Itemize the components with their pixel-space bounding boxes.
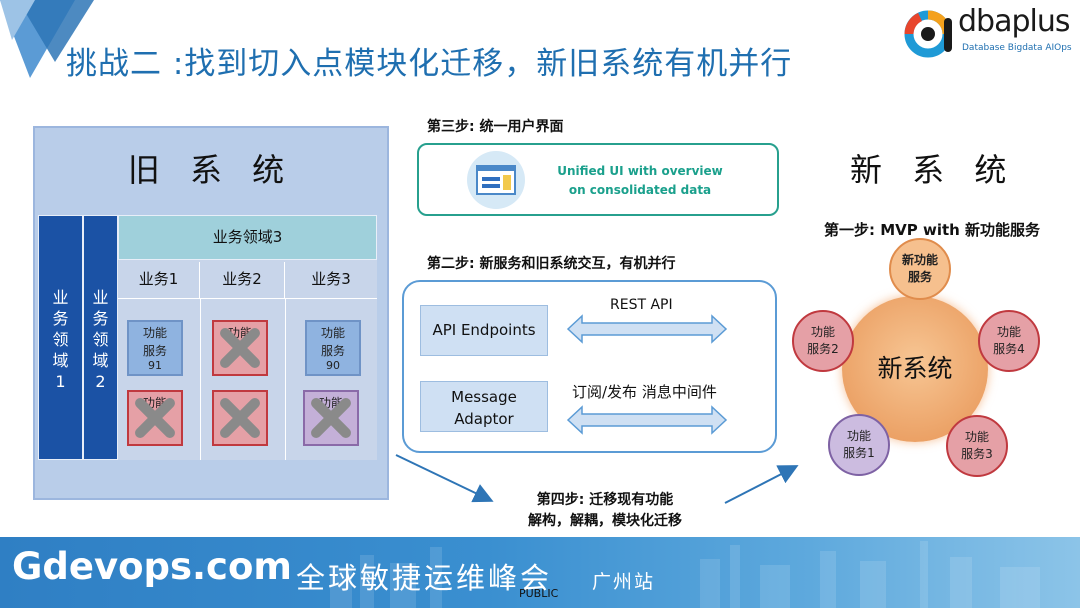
page-title: 挑战二 :找到切入点模块化迁移，新旧系统有机并行 [66,46,793,82]
business-1-header: 业务1 [118,262,200,298]
function-service-90: 功能 服务 90 [305,320,361,376]
function-service-90-line1: 功能 [320,326,345,340]
function-service-3: 功能 服务3 [946,415,1008,477]
function-service-90-line2: 服务 [320,344,345,358]
function-service-91: 功能 服务 91 [127,320,183,376]
migration-arrow-icon [395,454,799,504]
function-service-4-line1: 功能 [996,325,1021,339]
step1-label: 第一步: MVP with 新功能服务 [824,221,1041,239]
function-service-90-line3: 90 [326,359,340,372]
function-service-3-line1: 功能 [964,430,989,444]
function-service-2-line2: 服务2 [807,342,839,356]
function-retired-bottom-middle [212,390,268,446]
unified-ui-line2: on consolidated data [568,183,712,197]
message-adaptor-box: Message Adaptor [420,381,548,432]
step4-line1: 第四步: 迁移现有功能 [536,492,674,508]
double-arrow-icon [566,405,728,435]
dbaplus-logo-icon [904,10,952,58]
new-function-service: 新功能 服务 [889,238,951,300]
corner-triangles-icon [0,0,94,78]
city-skyline-icon [330,541,1040,608]
grid-divider [200,298,201,460]
message-adaptor-line1: Message [451,388,517,406]
step4-label: 第四步: 迁移现有功能 解构，解耦，模块化迁移 [500,490,710,532]
function-service-91-line3: 91 [148,359,162,372]
function-service-3-line2: 服务3 [961,447,993,461]
function-service-4-line2: 服务4 [993,342,1025,356]
double-arrow-icon [566,314,728,344]
business-domain-1: 业务领域1 [38,215,83,460]
function-service-2: 功能 服务2 [792,310,854,372]
new-function-line2: 服务 [907,270,932,284]
function-retired-bottom-left: 功能 [127,390,183,446]
step3-label: 第三步: 统一用户界面 [427,119,564,135]
function-service-1-line1: 功能 [846,429,871,443]
pubsub-label: 订阅/发布 消息中间件 [572,383,717,401]
dashboard-icon [467,151,525,209]
footer-banner [0,537,1080,608]
unified-ui-line1: Unified UI with overview [557,164,723,178]
step4-line2: 解构，解耦，模块化迁移 [528,513,682,529]
business-domain-3: 业务领域3 [118,215,377,260]
footer-city: 广州站 [592,571,656,593]
cross-icon [220,328,260,368]
business-domain-2-label: 业务领域2 [92,288,109,391]
business-domain-1-label: 业务领域1 [52,288,69,391]
logo-text: dbaplus [958,4,1070,39]
cross-icon [220,398,260,438]
footer-summit-title: 全球敏捷运维峰会 [296,561,553,595]
unified-ui-text: Unified UI with overview on consolidated… [540,162,740,200]
function-service-1-line2: 服务1 [843,446,875,460]
business-domain-2: 业务领域2 [83,215,118,460]
api-endpoints-box: API Endpoints [420,305,548,356]
function-service-4: 功能 服务4 [978,310,1040,372]
cross-icon [135,398,175,438]
function-retired-bottom-right: 功能 [303,390,359,446]
business-3-header: 业务3 [285,262,377,298]
business-2-header: 业务2 [200,262,285,298]
message-adaptor-line2: Adaptor [454,410,514,428]
grid-divider [285,298,286,460]
rest-api-label: REST API [610,297,673,313]
function-service-91-line1: 功能 [142,326,167,340]
new-system-title: 新 系 统 [850,151,1017,189]
function-retired-top-middle: 功能 [212,320,268,376]
unified-ui-box [417,143,779,216]
function-service-91-line2: 服务 [142,344,167,358]
step2-label: 第二步: 新服务和旧系统交互，有机并行 [427,256,676,272]
function-service-1: 功能 服务1 [828,414,890,476]
cross-icon [311,398,351,438]
old-system-title: 旧 系 统 [127,151,295,189]
function-service-2-line1: 功能 [810,325,835,339]
grid-divider [118,298,377,299]
new-function-line1: 新功能 [901,253,938,267]
public-label: PUBLIC [519,587,559,600]
footer-brand: Gdevops.com [12,545,292,588]
logo-subtitle: Database Bigdata AIOps [962,43,1072,53]
